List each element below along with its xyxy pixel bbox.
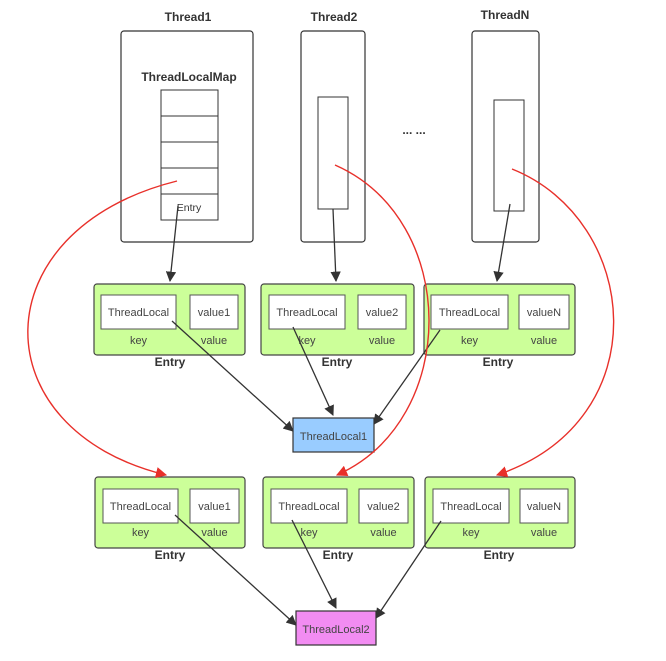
entry-key-caption: key (462, 527, 480, 539)
key-to-threadlocal2-arrows (174, 514, 442, 626)
entry-value-text: value1 (198, 501, 230, 513)
entry-box: ThreadLocal value1 key value Entry (94, 476, 246, 562)
threadlocal1-box: ThreadLocal1 (292, 417, 375, 453)
arrow-key2-threadlocal2 (291, 519, 337, 609)
entry-box: ThreadLocal value1 key value Entry (93, 283, 246, 369)
arrow-thread1-entry (165, 205, 179, 283)
thread-to-entry-arrows (165, 203, 511, 283)
entry-key-caption: key (132, 527, 150, 539)
threadlocal1-label: ThreadLocal1 (300, 431, 367, 443)
entry-key-text: ThreadLocal (108, 307, 169, 319)
threadn-map (493, 99, 525, 212)
entry-key-text: ThreadLocal (276, 307, 337, 319)
threadn-title: ThreadN (481, 8, 530, 22)
entry-value-text: valueN (527, 501, 561, 513)
entry-value-caption: value (201, 335, 227, 347)
entry-value-caption: value (531, 335, 557, 347)
entry-value-caption: value (370, 527, 396, 539)
arrow-thread2-entry (330, 208, 341, 283)
arrow-threadn-entry (493, 203, 511, 283)
entry-caption: Entry (155, 355, 186, 369)
entry-caption: Entry (483, 355, 514, 369)
entry-key-caption: key (461, 335, 479, 347)
red-arrow-threadn (495, 168, 615, 478)
entry-value-caption: value (531, 527, 557, 539)
threadlocal2-box: ThreadLocal2 (295, 610, 377, 646)
thread1-title: Thread1 (165, 10, 212, 24)
thread2-title: Thread2 (311, 10, 358, 24)
entry-key-text: ThreadLocal (439, 307, 500, 319)
arrow-key1-threadlocal2 (174, 514, 297, 626)
entry-value-caption: value (201, 527, 227, 539)
threadlocal2-label: ThreadLocal2 (302, 624, 369, 636)
entry-value-text: valueN (527, 307, 561, 319)
entry-value-text: value1 (198, 307, 230, 319)
map-entry-label: Entry (177, 202, 202, 214)
threadlocalmap-table (160, 89, 219, 221)
entry-row-2: ThreadLocal value1 key value Entry Threa… (94, 476, 576, 562)
arrow-key2-threadlocal1 (292, 326, 334, 416)
entry-value-text: value2 (366, 307, 398, 319)
entry-caption: Entry (322, 355, 353, 369)
entry-box: ThreadLocal valueN key value Entry (423, 283, 576, 369)
entry-key-text: ThreadLocal (440, 501, 501, 513)
arrow-keyn-threadlocal1 (373, 329, 441, 425)
entry-key-caption: key (298, 335, 316, 347)
entry-box: ThreadLocal value2 key value Entry (260, 283, 415, 369)
entry-caption: Entry (484, 548, 515, 562)
key-to-threadlocal1-arrows (171, 320, 441, 432)
arrow-keyn-threadlocal2 (375, 520, 442, 619)
entry-value-text: value2 (367, 501, 399, 513)
entry-box: ThreadLocal value2 key value Entry (262, 476, 415, 562)
entry-key-text: ThreadLocal (278, 501, 339, 513)
red-arrow-thread1 (27, 180, 178, 479)
entry-key-caption: key (130, 335, 148, 347)
entry-key-caption: key (300, 527, 318, 539)
entry-value-caption: value (369, 335, 395, 347)
threadlocalmap-label: ThreadLocalMap (141, 70, 236, 84)
ellipsis-text: ... ... (402, 123, 425, 137)
entry-row-1: ThreadLocal value1 key value Entry Threa… (93, 283, 576, 369)
entry-caption: Entry (323, 548, 354, 562)
red-arrow-thread2 (334, 164, 430, 476)
thread2-map (317, 96, 349, 210)
entry-box: ThreadLocal valueN key value Entry (424, 476, 576, 562)
arrow-key1-threadlocal1 (171, 320, 294, 432)
entry-caption: Entry (155, 548, 186, 562)
entry-key-text: ThreadLocal (110, 501, 171, 513)
thread-to-entry2-red-arrows (27, 164, 615, 479)
